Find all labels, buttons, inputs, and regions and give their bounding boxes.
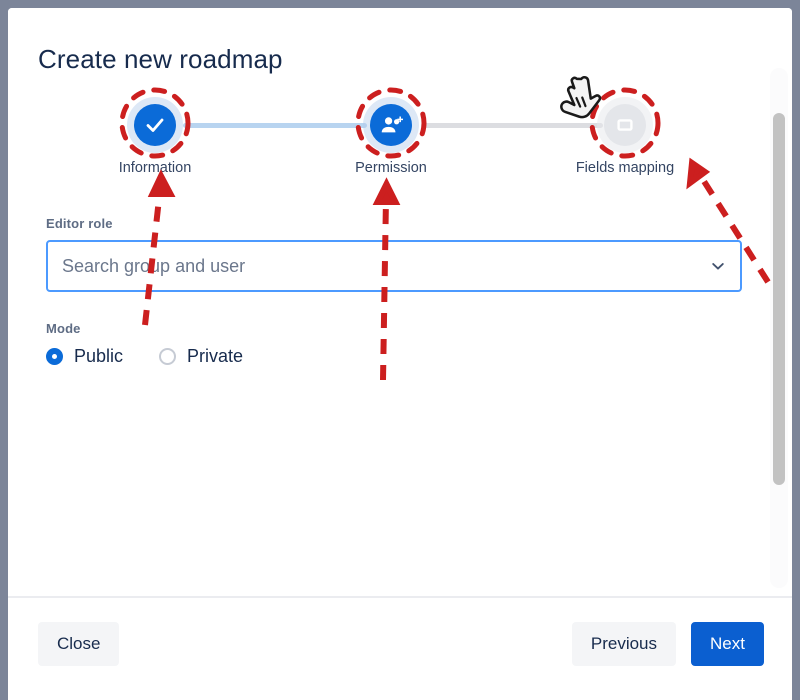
- vertical-scrollbar[interactable]: [770, 68, 788, 588]
- mode-option-public-label: Public: [74, 346, 124, 366]
- chevron-down-icon[interactable]: [710, 242, 726, 290]
- radio-private-indicator[interactable]: [159, 348, 177, 365]
- check-icon: [143, 113, 167, 137]
- step-permission-circle[interactable]: [370, 104, 412, 146]
- stepper-connector-1: [183, 123, 367, 128]
- stepper-step-permission[interactable]: Permission: [311, 104, 471, 176]
- step-information-label: Information: [118, 160, 192, 176]
- create-roadmap-modal: Create new roadmap Information: [8, 8, 792, 700]
- mode-option-private[interactable]: Private: [159, 346, 243, 367]
- mode-option-private-label: Private: [187, 346, 244, 366]
- step-information-circle[interactable]: [134, 104, 176, 146]
- editor-role-label: Editor role: [46, 216, 113, 231]
- scrollbar-thumb[interactable]: [773, 113, 785, 485]
- next-button[interactable]: Next: [691, 622, 764, 666]
- stepper-step-information[interactable]: Information: [75, 104, 235, 176]
- radio-public-indicator[interactable]: [46, 348, 63, 365]
- stepper-step-fields-mapping[interactable]: Fields mapping: [545, 104, 705, 176]
- step-permission-label: Permission: [355, 160, 427, 176]
- person-add-icon: [379, 113, 404, 138]
- editor-role-field[interactable]: [46, 240, 742, 292]
- stepper: Information: [8, 104, 768, 194]
- modal-body: Create new roadmap Information: [8, 8, 792, 596]
- page-title: Create new roadmap: [38, 44, 283, 74]
- editor-role-input[interactable]: [62, 242, 698, 290]
- mode-label: Mode: [46, 321, 81, 336]
- mode-radio-group: Public Private: [46, 346, 243, 367]
- modal-footer: Close Previous Next: [8, 596, 792, 700]
- previous-button[interactable]: Previous: [571, 622, 676, 666]
- rounded-square-icon: [614, 114, 636, 136]
- step-fields-mapping-circle[interactable]: [604, 104, 646, 146]
- stepper-connector-2: [421, 123, 603, 128]
- mode-option-public[interactable]: Public: [46, 346, 123, 367]
- close-button[interactable]: Close: [38, 622, 120, 666]
- step-fields-mapping-label: Fields mapping: [575, 160, 675, 176]
